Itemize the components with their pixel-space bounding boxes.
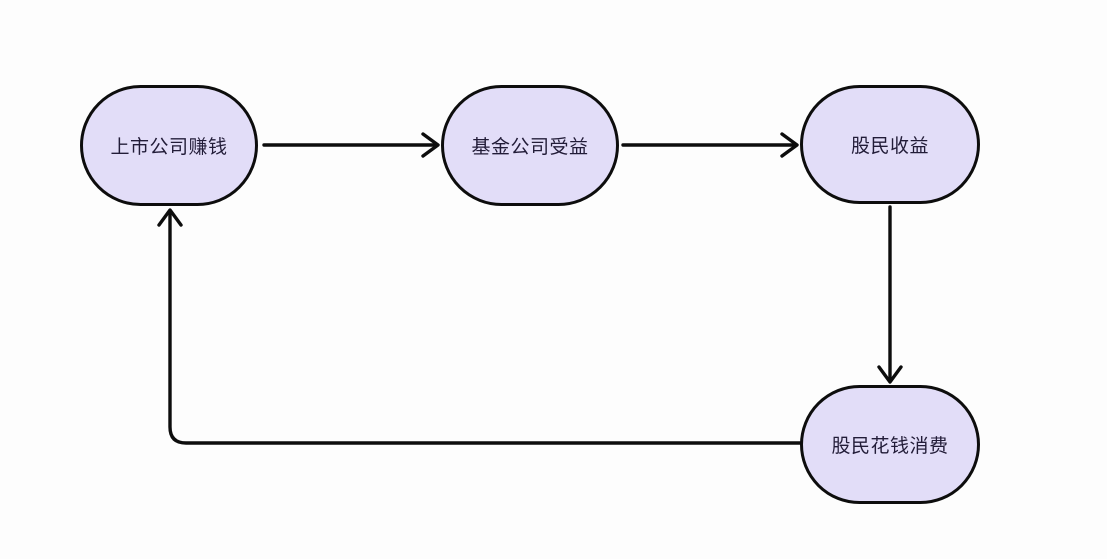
node-shareholders-spend: 股民花钱消费 (800, 385, 980, 504)
edge-listed-to-fund (262, 132, 440, 158)
arrowhead-up-icon (157, 208, 183, 227)
arrowhead-right-icon (780, 132, 799, 158)
edge-fund-to-gain (621, 132, 799, 158)
node-label: 股民收益 (850, 136, 929, 157)
arrowhead-down-icon (877, 365, 903, 384)
node-label: 股民花钱消费 (831, 436, 949, 457)
node-fund-company-benefits: 基金公司受益 (441, 85, 619, 206)
edge-spend-to-listed (157, 208, 802, 445)
arrowhead-right-icon (421, 132, 440, 158)
node-shareholders-gain: 股民收益 (800, 85, 980, 204)
node-label: 基金公司受益 (471, 137, 589, 158)
edge-gain-to-spend (877, 205, 903, 384)
node-listed-company-earns: 上市公司赚钱 (80, 85, 258, 206)
node-label: 上市公司赚钱 (110, 137, 228, 158)
